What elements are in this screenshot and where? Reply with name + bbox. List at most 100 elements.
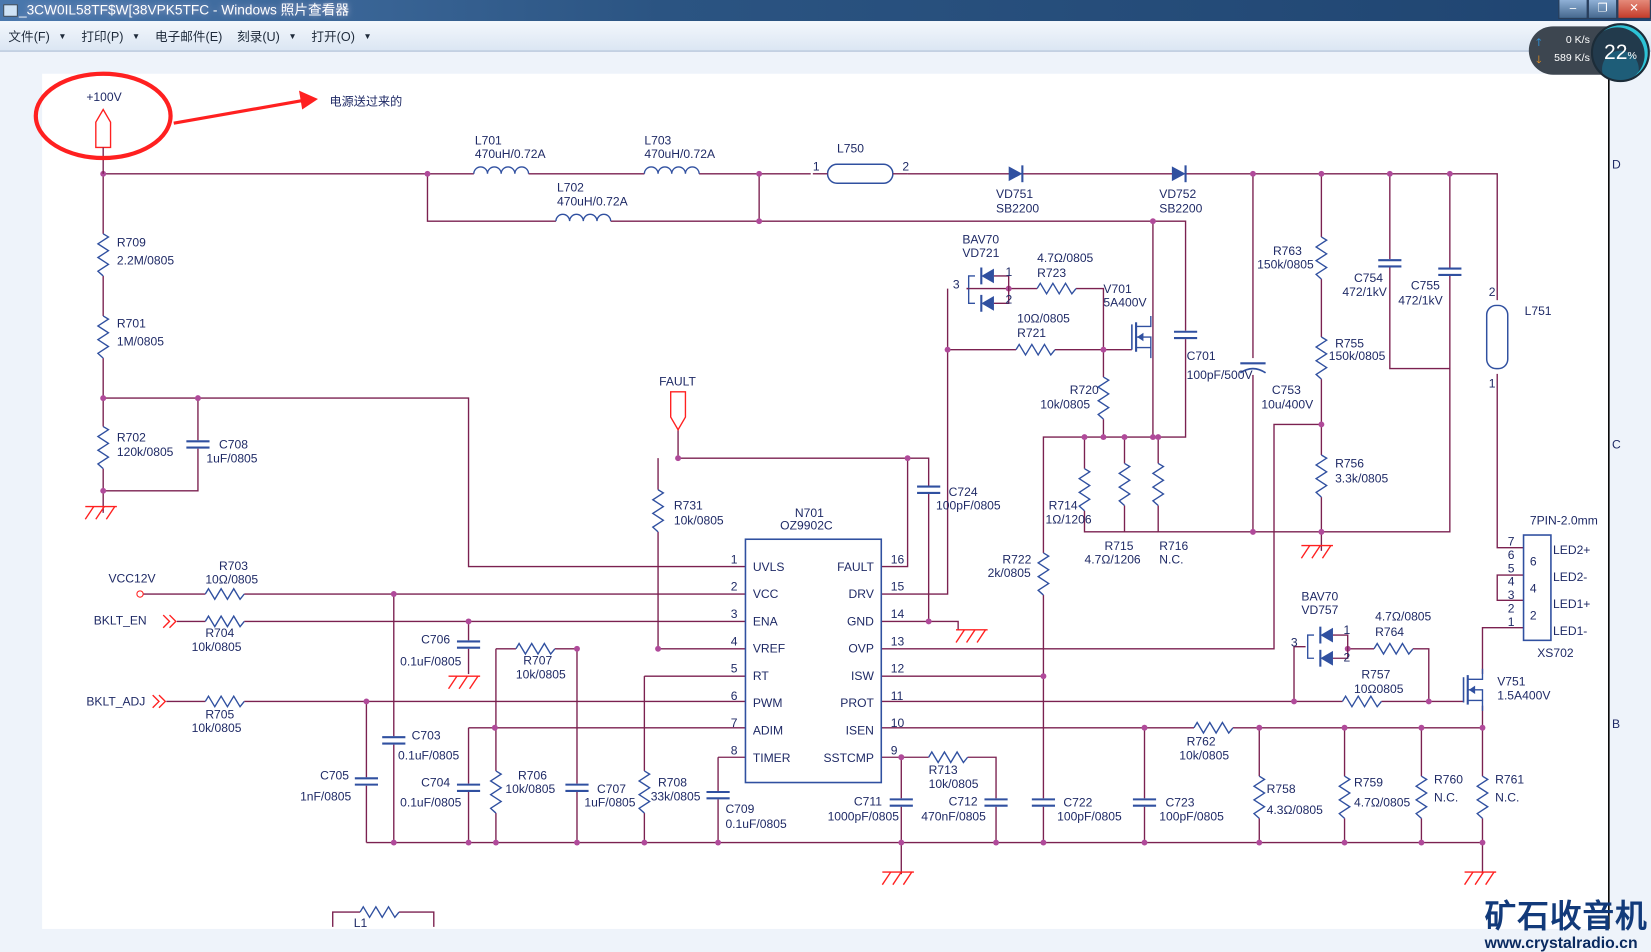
pin-number: 2 [1344, 650, 1351, 664]
component-value-r757: 10Ω0805 [1354, 682, 1404, 696]
resistor-symbol [359, 905, 400, 919]
component-value-r714: 1Ω/1206 [1046, 512, 1092, 526]
junction-dot [1121, 434, 1128, 441]
resistor-symbol [1193, 721, 1234, 735]
wire-gap [185, 440, 211, 449]
component-value-r763: 150k/0805 [1257, 258, 1314, 272]
mosfet-arrow [1468, 685, 1476, 695]
junction-dot [1418, 724, 1425, 731]
component-value-c712: 470nF/0805 [921, 809, 986, 823]
connector-signal-label: LED2- [1553, 570, 1587, 584]
ic-pin-number: 11 [891, 689, 904, 703]
mosfet-drain [1136, 315, 1152, 328]
ground-symbol [892, 871, 902, 886]
menu-email[interactable]: 电子邮件(E) [155, 27, 222, 45]
component-ref-r704: R704 [205, 626, 234, 640]
connector-type: 7PIN-2.0mm [1530, 513, 1598, 527]
junction-dot [641, 839, 648, 846]
component-value-r760: N.C. [1434, 790, 1458, 804]
junction-dot [465, 618, 472, 625]
junction-dot [363, 698, 370, 705]
ic-pin-name: PROT [840, 696, 874, 710]
component-value-r705: 10k/0805 [192, 721, 242, 735]
menu-open[interactable]: 打开(O)▼ [311, 27, 371, 45]
component-value-r701: 1M/0805 [117, 334, 164, 348]
menu-label: 打开(O) [311, 28, 355, 44]
component-ref-r705: R705 [205, 707, 234, 721]
component-value-vd721: BAV70 [962, 232, 999, 246]
junction-dot [1341, 839, 1348, 846]
component-ref-c704: C704 [421, 776, 450, 790]
junction-dot [944, 346, 951, 353]
junction-dot [904, 455, 911, 462]
component-value-c723: 100pF/0805 [1159, 809, 1224, 823]
pin-number: 1 [813, 160, 820, 174]
junction-dot [1149, 218, 1156, 225]
resistor-symbol [204, 587, 245, 601]
menu-bar: 文件(F)▼ 打印(P)▼ 电子邮件(E) 刻录(U)▼ 打开(O)▼ [0, 21, 1651, 52]
component-value-r764: 4.7Ω/0805 [1375, 609, 1431, 623]
close-button[interactable]: ✕ [1617, 0, 1651, 19]
inductor-symbol [643, 166, 700, 174]
diode-symbol [1320, 650, 1333, 666]
component-value-r707: 10k/0805 [516, 667, 566, 681]
junction-dot [1425, 698, 1432, 705]
inductor-symbol [555, 213, 612, 222]
ic-pin-name: VCC [753, 587, 779, 601]
wire [1496, 574, 1524, 602]
ic-pin-number: 6 [731, 689, 738, 703]
resistor-symbol [1341, 694, 1382, 709]
window-title: _3CW0IL58TF$W[38VPK5TFC - Windows 照片查看器 [18, 2, 350, 18]
junction-dot [424, 170, 431, 177]
component-ref-c705: C705 [320, 768, 349, 782]
component-value-c705: 1nF/0805 [300, 789, 351, 803]
logo-text: 矿石收音机 [1484, 898, 1648, 936]
ic-pin-name: UVLS [753, 560, 785, 574]
wire-gap [353, 777, 380, 786]
menu-file[interactable]: 文件(F)▼ [8, 27, 66, 45]
restore-button[interactable]: ❐ [1587, 0, 1618, 19]
component-ref-c708: C708 [219, 438, 248, 452]
connector-signal-label: LED2+ [1553, 543, 1590, 557]
component-ref-r707: R707 [523, 654, 552, 668]
resistor-symbol [1015, 343, 1056, 357]
component-ref-l703: L703 [644, 133, 671, 147]
fault-net-flag [670, 391, 687, 432]
component-value-r702: 120k/0805 [117, 445, 174, 459]
menu-label: 打印(P) [81, 28, 124, 44]
menu-print[interactable]: 打印(P)▼ [81, 27, 140, 45]
wire [1481, 627, 1524, 675]
memory-usage-gauge[interactable]: 22% [1590, 23, 1650, 83]
component-value-r721: 10Ω/0805 [1017, 311, 1070, 325]
component-value-r703: 10Ω/0805 [205, 572, 258, 586]
resistor-symbol [489, 770, 503, 814]
title-bar: _3CW0IL58TF$W[38VPK5TFC - Windows 照片查看器 … [0, 0, 1651, 22]
mosfet-body [1136, 336, 1152, 348]
ic-pin-name: ADIM [753, 724, 783, 738]
wire [993, 275, 1010, 305]
junction-dot [1141, 839, 1148, 846]
junction-dot [390, 591, 397, 597]
component-value-c753: 10u/400V [1261, 398, 1314, 412]
resistor-symbol [1314, 454, 1328, 498]
border-zone-letter: D [1612, 158, 1621, 172]
menu-burn[interactable]: 刻录(U)▼ [237, 27, 297, 45]
resistor-symbol [1096, 376, 1110, 420]
menu-label: 文件(F) [8, 28, 50, 44]
ic-n701-body [744, 538, 883, 784]
minimize-button[interactable]: – [1558, 0, 1588, 19]
junction-dot [675, 455, 682, 462]
component-value-vd752: SB2200 [1159, 202, 1202, 216]
usage-unit: % [1627, 50, 1637, 63]
ground-symbol [955, 629, 966, 643]
bklt-en-arrow [162, 614, 171, 629]
junction-dot [1040, 673, 1047, 680]
component-value-c724: 100pF/0805 [936, 499, 1001, 513]
ground-symbol [447, 675, 458, 690]
resistor-symbol [515, 642, 556, 656]
wire [103, 173, 1498, 306]
component-ref-vd721: VD721 [962, 246, 999, 260]
ground-symbol [902, 871, 913, 886]
resistor-symbol [1475, 775, 1490, 819]
component-value-r722: 2k/0805 [988, 566, 1031, 580]
